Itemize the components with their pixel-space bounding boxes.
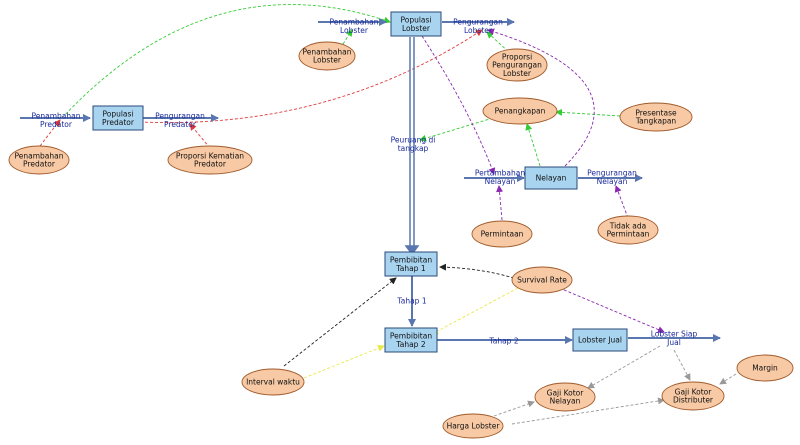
stock-label: Lobster Jual (578, 336, 622, 345)
aux-label: Margin (752, 364, 778, 373)
flow-pipes (20, 18, 721, 344)
link-harga-to-gaji-nelayan (493, 400, 535, 417)
flow-tahap2[interactable]: Tahap 2 (488, 337, 518, 346)
link-proporsi-kematian (189, 123, 211, 149)
link-interval-to-pembibitan-2 (303, 344, 385, 379)
aux-margin[interactable]: Margin (736, 354, 794, 382)
link-penambahan-predator-aux (39, 119, 61, 147)
link-nelayan-to-penangkapan (525, 123, 541, 167)
link-survival-to-pembibitan-1 (439, 263, 515, 279)
stock-label: Nelayan (536, 174, 567, 183)
connector-links (39, 4, 737, 425)
link-interval-to-pembibitan-1 (283, 277, 397, 367)
stock-lobster-jual[interactable]: Lobster Jual (572, 328, 628, 352)
aux-interval-waktu[interactable]: Interval waktu (241, 368, 305, 396)
aux-label: Permintaan (481, 230, 524, 239)
flow-label: Tahap 2 (488, 337, 518, 346)
link-survival-to-pembibitan-2 (431, 287, 519, 335)
link-nelayan-to-pengurangan-lobster (487, 28, 595, 167)
link-permintaan (496, 185, 504, 221)
aux-label: Harga Lobster (447, 422, 501, 431)
link-predator-to-pengurangan-lobster (139, 29, 483, 123)
link-penambahan-lobster-aux (342, 29, 353, 45)
flow-tahap1[interactable]: Tahap 1 (396, 297, 426, 306)
aux-permintaan[interactable]: Permintaan (471, 220, 533, 248)
flow-pipe-peluang-tangkap (404, 37, 420, 256)
stock-nelayan[interactable]: Nelayan (524, 166, 578, 190)
link-penambahan-predator-to-penambahan-lobster (61, 4, 391, 119)
link-penangkapan-to-peluang (419, 117, 494, 142)
link-harga-to-gaji-distributer (511, 397, 665, 425)
aux-label: Interval waktu (246, 378, 300, 387)
aux-survival-rate[interactable]: Survival Rate (511, 266, 573, 294)
aux-label: Penangkapan (495, 107, 546, 116)
aux-label: Survival Rate (517, 276, 567, 285)
link-tidak-ada-permintaan (614, 185, 629, 219)
aux-harga-lobster[interactable]: Harga Lobster (442, 413, 504, 439)
link-lobster-to-pertambahan-nelayan (421, 35, 496, 175)
link-survival-to-lobster-siap (549, 283, 665, 333)
flow-label: Tahap 1 (396, 297, 426, 306)
link-lobster-siap-to-gaji-nelayan (587, 345, 661, 389)
aux-penangkapan[interactable]: Penangkapan (482, 97, 558, 125)
link-presentase-to-penangkapan (555, 108, 621, 117)
link-lobster-siap-to-gaji-distributer (673, 349, 691, 381)
link-margin-to-gaji-distributer (719, 373, 737, 385)
